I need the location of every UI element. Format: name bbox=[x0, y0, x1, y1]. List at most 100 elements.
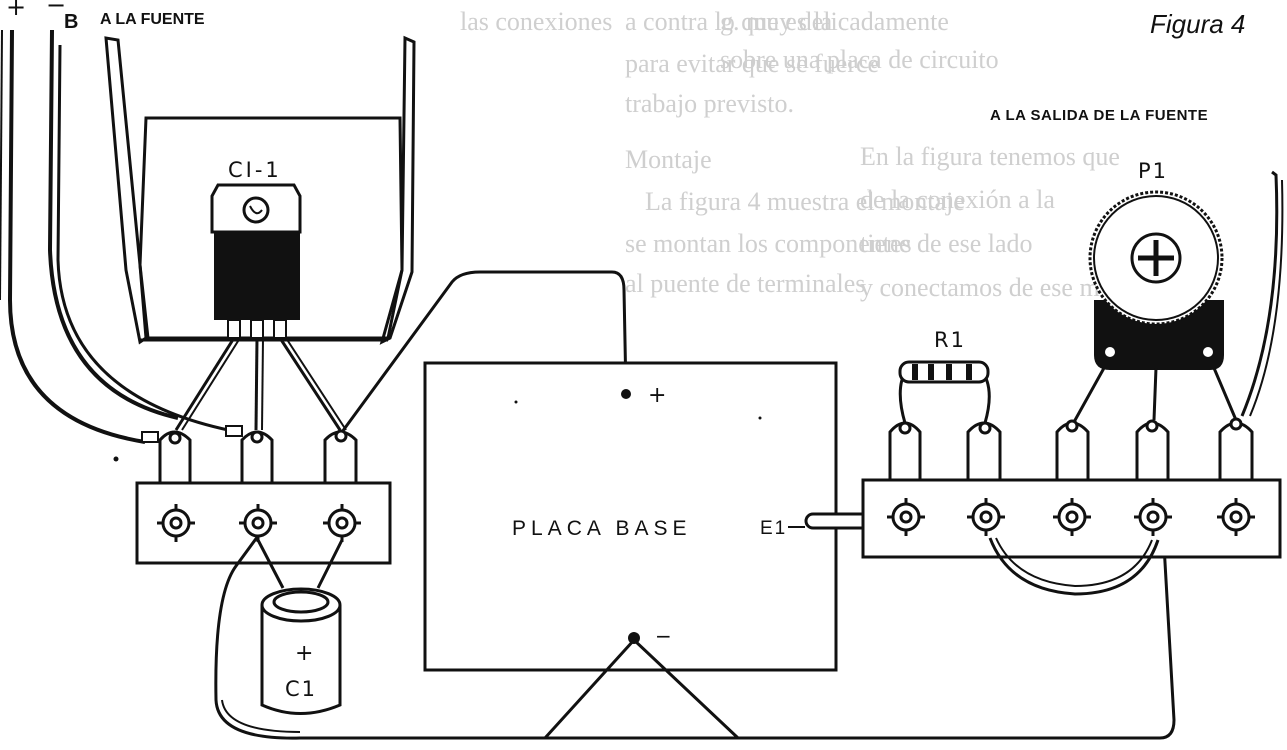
input-marker-label: E1 bbox=[760, 518, 787, 539]
bleed-line: trabajo previsto. bbox=[625, 89, 794, 118]
supply-wires bbox=[0, 29, 239, 444]
jumper-wire-edge bbox=[995, 537, 1153, 588]
regulator-body bbox=[214, 232, 300, 320]
potentiometer-mount-hole bbox=[1105, 347, 1115, 357]
lead-out bbox=[278, 337, 342, 431]
wire-end bbox=[225, 425, 243, 437]
wire-end bbox=[141, 431, 159, 443]
capacitor-c1: + C1 bbox=[256, 539, 344, 715]
ground-wire bbox=[214, 535, 1176, 740]
capacitor-top bbox=[260, 587, 342, 623]
output-wire bbox=[1240, 170, 1279, 417]
regulator-ci1: CI-1 bbox=[210, 158, 302, 339]
screw-icon bbox=[157, 504, 195, 542]
wire-plus-outer bbox=[0, 29, 3, 301]
bleed-line: a contra lo que es la bbox=[625, 7, 833, 36]
resistor-r1: R1 bbox=[898, 328, 991, 424]
lead-gnd bbox=[254, 337, 259, 431]
bleed-line: Montaje bbox=[625, 145, 712, 174]
lug bbox=[1218, 421, 1254, 482]
screw-icon bbox=[967, 498, 1005, 536]
output-wire-edge bbox=[1249, 179, 1284, 417]
board-minus-wire bbox=[543, 638, 740, 740]
regulator-pin-left bbox=[227, 319, 241, 339]
potentiometer-mount-hole bbox=[1203, 347, 1213, 357]
bleed-line: al puente de terminales bbox=[625, 269, 865, 298]
regulator-label: CI-1 bbox=[228, 158, 282, 182]
lug-hole bbox=[978, 421, 992, 435]
lead-gnd-2 bbox=[261, 337, 264, 431]
bleed-line: para evitar que se fuerce bbox=[625, 49, 879, 78]
screw-icon bbox=[887, 498, 925, 536]
terminal-b-label: B bbox=[64, 11, 78, 33]
screw-icon bbox=[239, 504, 277, 542]
bleed-line: g. muy delicadamente bbox=[720, 7, 949, 36]
capacitor-body bbox=[260, 605, 342, 715]
jumper-wire bbox=[988, 537, 1160, 596]
screw-icon bbox=[1217, 498, 1255, 536]
lug-hole bbox=[1229, 417, 1243, 431]
output-label: A LA SALIDA DE LA FUENTE bbox=[990, 107, 1208, 124]
board-minus-label: − bbox=[655, 624, 672, 648]
potentiometer-body bbox=[1094, 300, 1224, 370]
resistor-label: R1 bbox=[934, 328, 966, 352]
lead-in bbox=[174, 337, 236, 431]
figure-label: Figura 4 bbox=[1150, 9, 1245, 39]
capacitor-lead bbox=[256, 539, 344, 589]
regulator-leads bbox=[174, 337, 347, 431]
potentiometer-p1: P1 bbox=[1072, 159, 1238, 423]
bleed-line: La figura 4 muestra el montaje bbox=[645, 187, 965, 216]
heatsink bbox=[104, 35, 416, 345]
knob-cross-icon bbox=[1138, 240, 1174, 276]
lug-hole bbox=[250, 430, 264, 444]
lug-hole bbox=[1145, 419, 1159, 433]
bleed-line: se montan los componentes bbox=[625, 229, 912, 258]
base-board-label: PLACA BASE bbox=[512, 517, 692, 540]
board-plus-label: + bbox=[648, 383, 666, 408]
base-board-outline bbox=[423, 361, 838, 672]
ground-wire-edge bbox=[221, 699, 301, 733]
ground-wiring bbox=[214, 535, 1176, 740]
screw-icon bbox=[242, 196, 270, 224]
potentiometer-dial-inner bbox=[1093, 195, 1219, 321]
potentiometer-label: P1 bbox=[1138, 159, 1168, 183]
lug-hole bbox=[898, 421, 912, 435]
base-board: PLACA BASE + − E1 bbox=[423, 361, 838, 672]
lug-hole bbox=[168, 431, 182, 445]
capacitor-label: C1 bbox=[285, 677, 317, 701]
wire-output-to-board bbox=[340, 270, 628, 433]
heatsink-back-plate bbox=[138, 116, 404, 340]
potentiometer-leads bbox=[1072, 367, 1238, 423]
lug-hole bbox=[1065, 419, 1079, 433]
solder-dot bbox=[113, 456, 119, 462]
capacitor-polarity: + bbox=[295, 641, 313, 666]
left-terminal-strip bbox=[135, 429, 392, 565]
resistor-bands bbox=[912, 364, 972, 380]
bleed-line: de la conexión a la bbox=[860, 185, 1055, 214]
bleed-through-text: a contra lo que es la para evitar que se… bbox=[460, 7, 1139, 302]
screw-slot bbox=[249, 205, 263, 215]
wire-minus bbox=[47, 29, 179, 420]
bleed-line: tiene de ese lado bbox=[860, 229, 1033, 258]
lug-hole bbox=[334, 429, 348, 443]
regulator-pin-right bbox=[273, 319, 287, 339]
terminal-plus-label: + bbox=[6, 0, 26, 21]
board-dot bbox=[514, 400, 518, 404]
wire-b bbox=[56, 44, 239, 434]
screw-icon bbox=[1134, 498, 1172, 536]
terminal-minus-label: − bbox=[46, 0, 66, 19]
bleed-line: En la figura tenemos que bbox=[860, 142, 1120, 171]
screw-icon bbox=[323, 504, 361, 542]
source-label: A LA FUENTE bbox=[100, 11, 205, 28]
bleed-line: sobre una placa de circuito bbox=[720, 45, 999, 74]
lead-in-2 bbox=[181, 337, 241, 431]
heatsink-left-fin bbox=[104, 36, 148, 345]
board-plus-terminal bbox=[621, 389, 631, 399]
screw-icon bbox=[1053, 498, 1091, 536]
regulator-pin-mid bbox=[250, 319, 264, 339]
lead-out-2 bbox=[285, 337, 347, 431]
board-dot bbox=[758, 416, 762, 420]
bleed-line: las conexiones bbox=[460, 7, 612, 36]
right-terminal-strip bbox=[861, 417, 1282, 596]
